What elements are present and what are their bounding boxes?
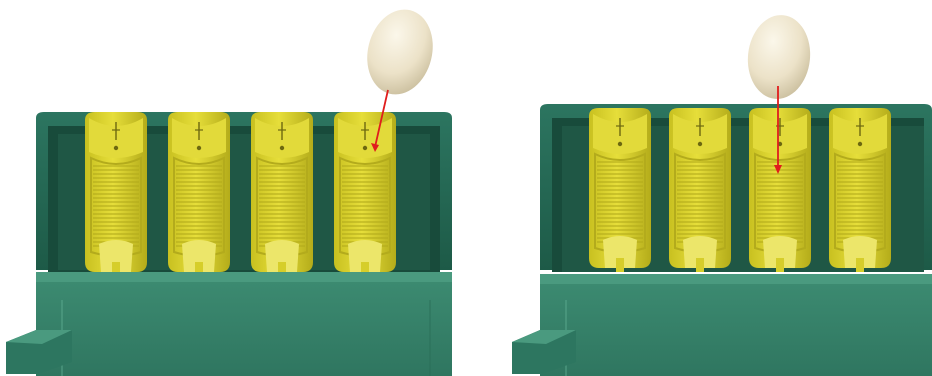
tray-front	[36, 272, 452, 376]
holder-slot-2	[669, 108, 731, 272]
holder-slot-4	[334, 112, 396, 276]
tray-front	[540, 274, 932, 376]
holder-slot-4	[829, 108, 891, 272]
egg-icon	[359, 3, 442, 102]
holder-slot-3	[251, 112, 313, 276]
right-panel	[512, 12, 932, 376]
holder-slot-2	[168, 112, 230, 276]
holder-slot-1	[85, 112, 147, 276]
egg-icon	[744, 12, 814, 102]
left-panel	[6, 3, 452, 376]
holder-slot-3	[749, 108, 811, 272]
holder-slot-1	[589, 108, 651, 272]
